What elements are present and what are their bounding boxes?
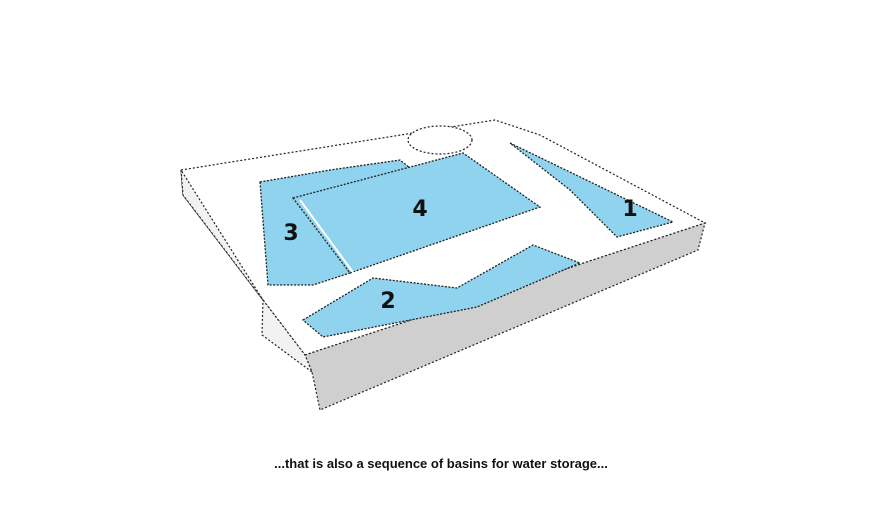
basin-label-2: 2 bbox=[380, 289, 395, 314]
caption: ...that is also a sequence of basins for… bbox=[274, 456, 608, 471]
basin-label-3: 3 bbox=[283, 221, 298, 246]
basin-4 bbox=[291, 152, 542, 274]
slab-left-face bbox=[180, 169, 314, 374]
basin-3 bbox=[259, 159, 422, 286]
basin-label-4: 4 bbox=[412, 197, 427, 222]
basin-label-1: 1 bbox=[622, 197, 637, 222]
basin-4-edge bbox=[299, 199, 356, 276]
basin-2 bbox=[301, 244, 582, 338]
basin-1 bbox=[509, 142, 675, 238]
dome bbox=[407, 125, 473, 155]
